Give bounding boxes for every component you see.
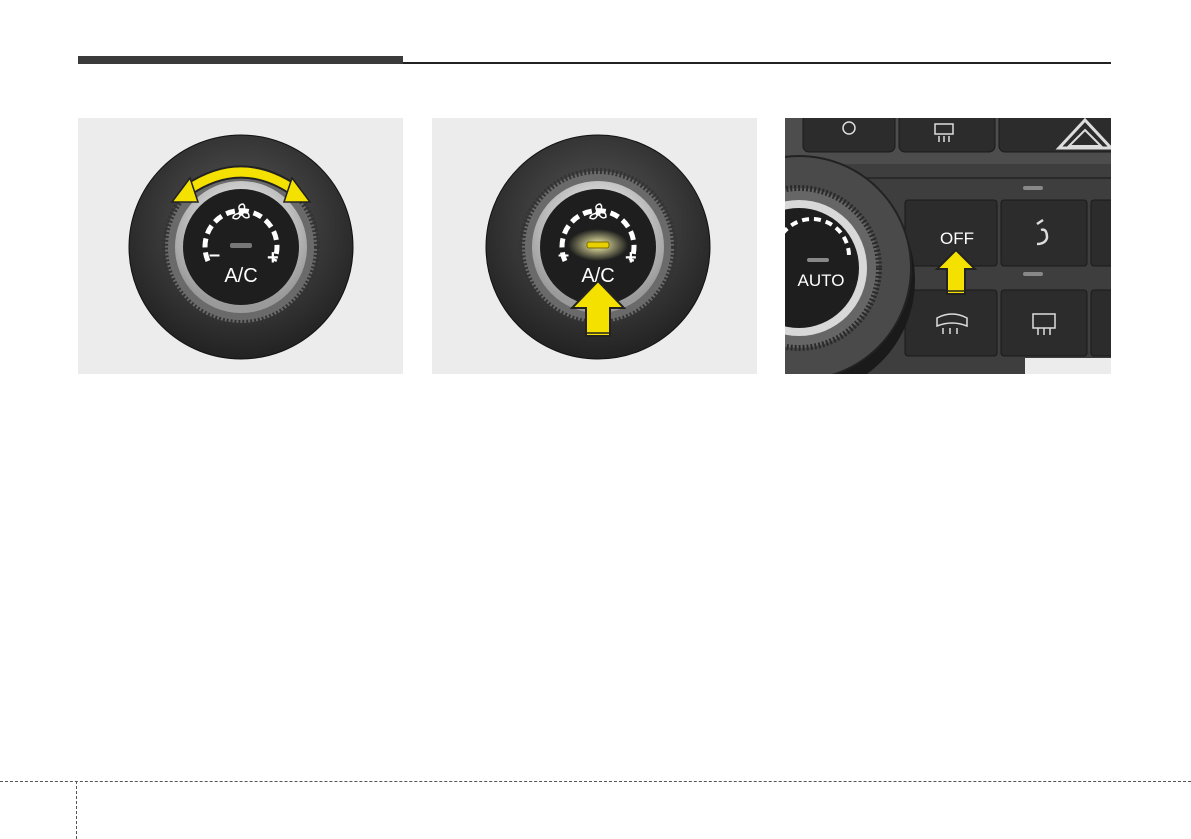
plus-label: + bbox=[625, 247, 637, 269]
footer-vertical-rule bbox=[76, 781, 77, 839]
ac-label: A/C bbox=[224, 265, 257, 287]
minus-label: – bbox=[558, 244, 569, 266]
header-rule-thick bbox=[78, 56, 403, 64]
right-button-upper bbox=[1091, 200, 1111, 266]
indicator-led bbox=[230, 243, 252, 248]
figure-press-ac-knob: – + A/C bbox=[432, 118, 757, 374]
indicator-led-on bbox=[587, 242, 609, 248]
auto-label: AUTO bbox=[798, 271, 845, 290]
figure-rotate-fan-knob: – + A/C bbox=[78, 118, 403, 374]
control-panel-illustration: OFF AUTO bbox=[785, 118, 1111, 374]
figure-off-button: OFF AUTO bbox=[785, 118, 1111, 374]
footer-rule bbox=[0, 781, 1191, 782]
press-knob-illustration: – + A/C bbox=[432, 118, 757, 374]
indicator-lower bbox=[1023, 272, 1043, 276]
rotate-knob-illustration: – + A/C bbox=[78, 118, 403, 374]
airflow-mode-button[interactable] bbox=[1001, 200, 1087, 266]
right-button-lower bbox=[1091, 290, 1111, 356]
header-rule-thin bbox=[403, 62, 1111, 64]
indicator-upper bbox=[1023, 186, 1043, 190]
rear-defrost-button[interactable] bbox=[1001, 290, 1087, 356]
panel-corner-tab bbox=[1025, 358, 1111, 374]
minus-label: – bbox=[209, 244, 220, 266]
top-button-2 bbox=[899, 118, 995, 152]
plus-label: + bbox=[267, 247, 279, 269]
off-button-label: OFF bbox=[940, 229, 974, 248]
top-button-1 bbox=[803, 118, 895, 152]
auto-indicator bbox=[807, 258, 829, 262]
